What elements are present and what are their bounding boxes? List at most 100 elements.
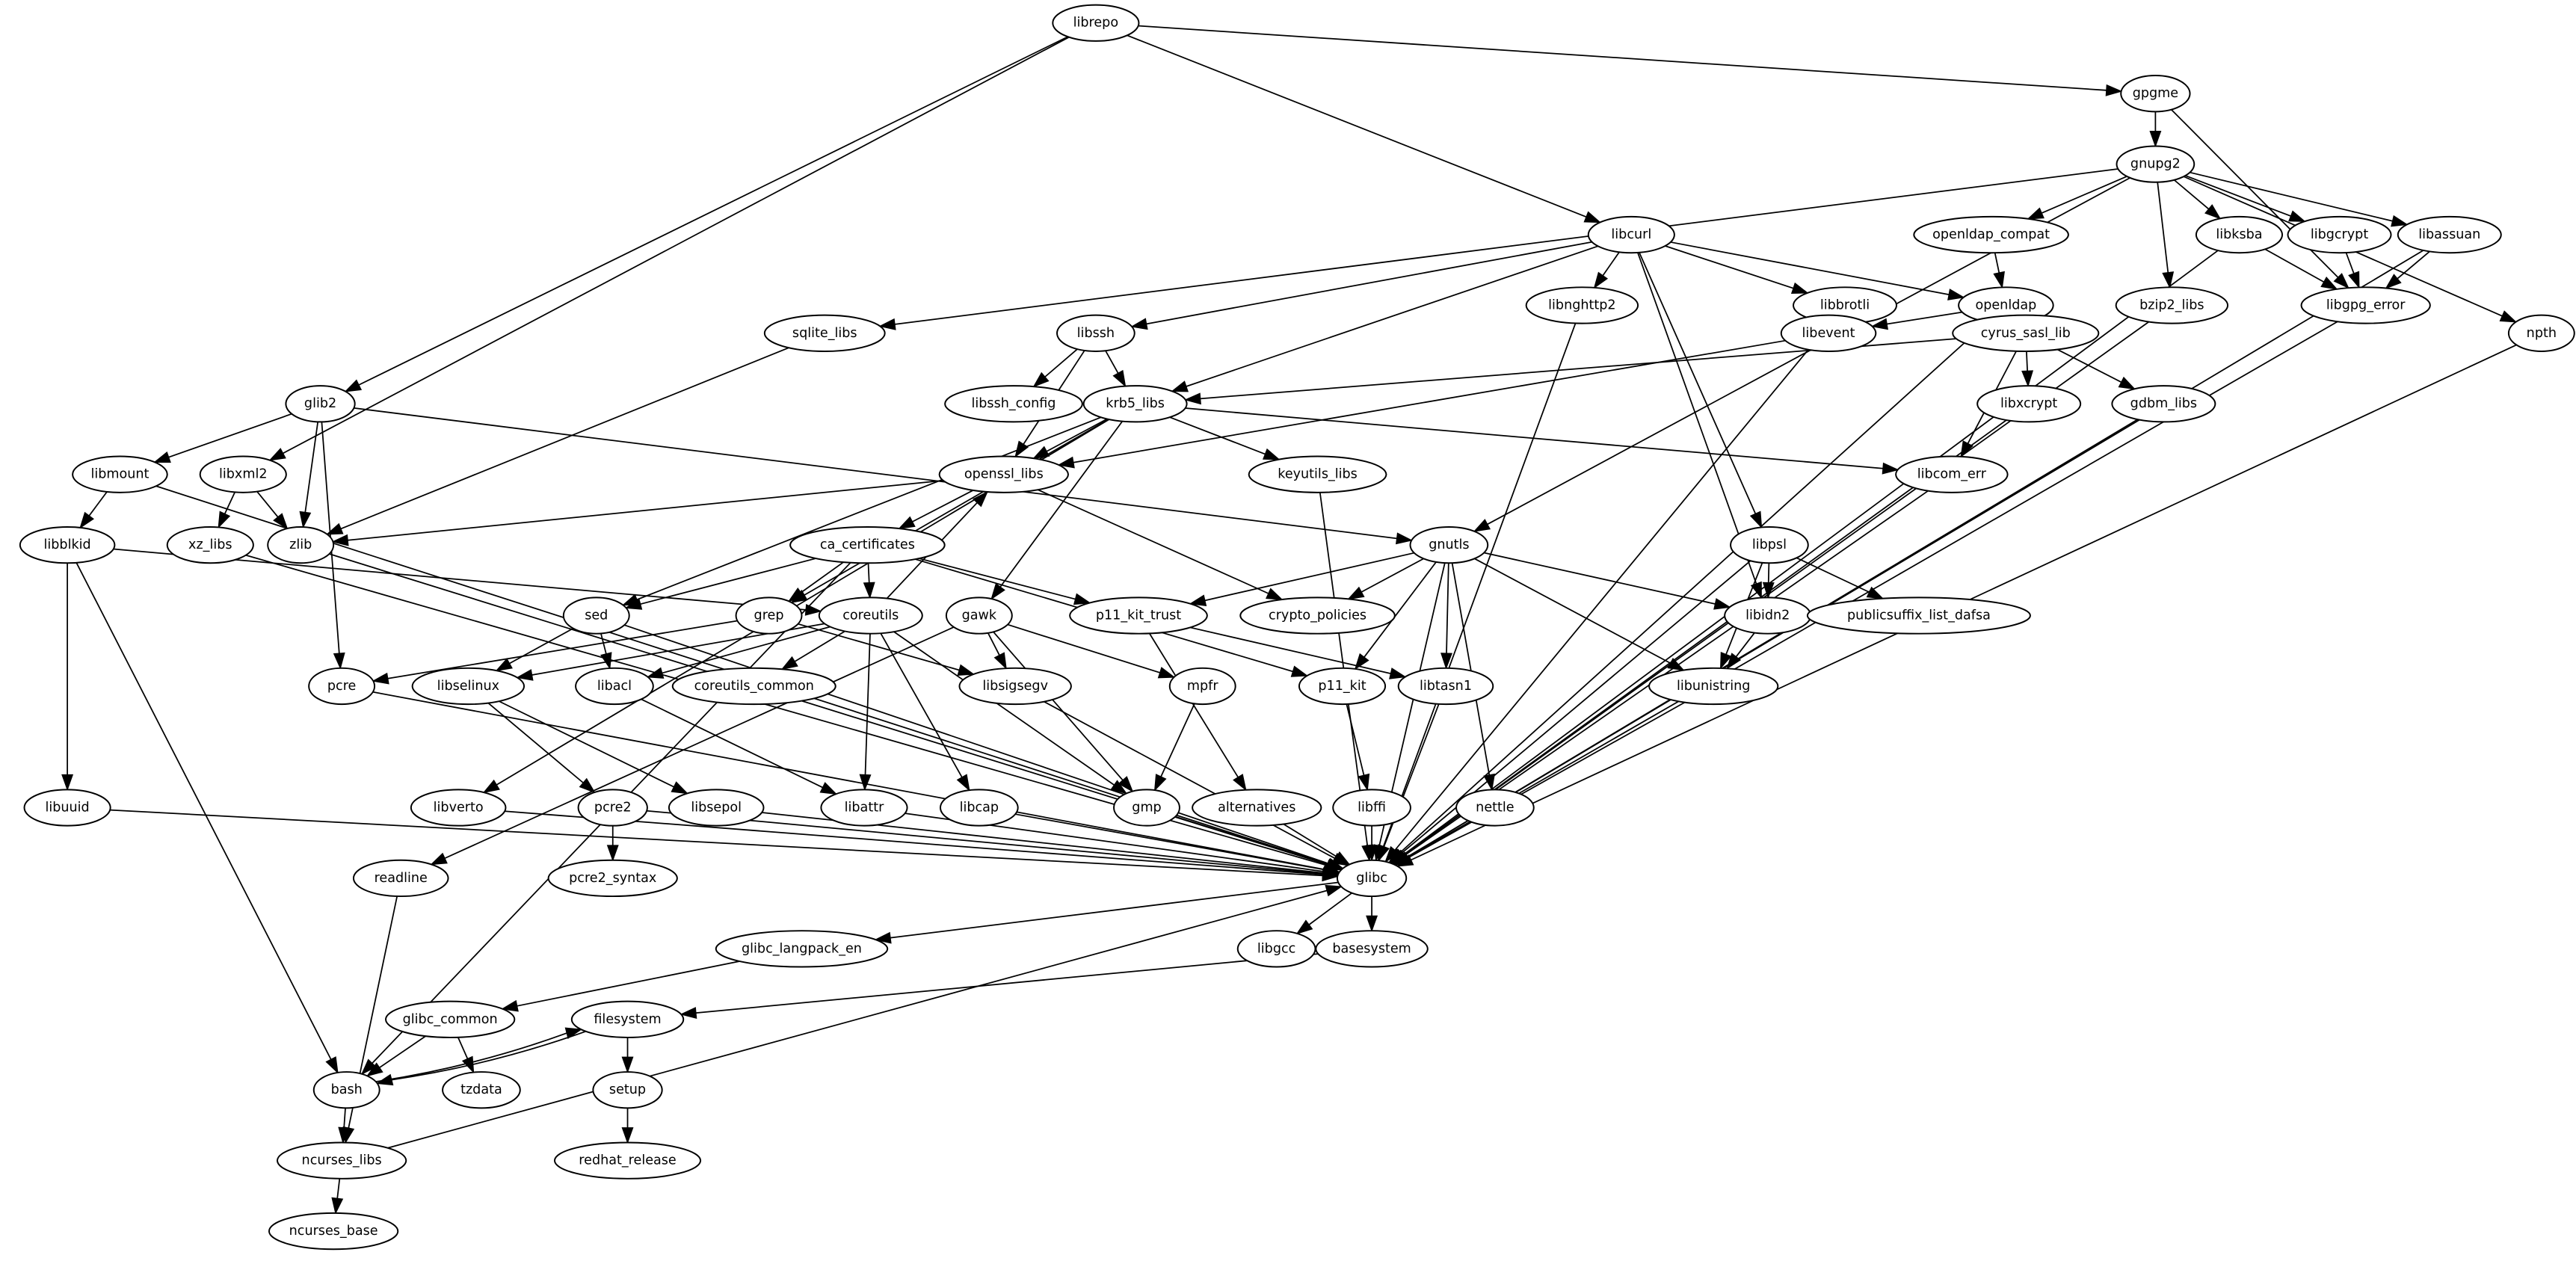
node-libacl[interactable]: libacl xyxy=(575,667,654,706)
node-openssl_libs[interactable]: openssl_libs xyxy=(938,455,1069,493)
node-libcap[interactable]: libcap xyxy=(939,789,1019,827)
node-openldap_compat[interactable]: openldap_compat xyxy=(1913,215,2069,254)
node-ellipse xyxy=(763,314,886,352)
arrowhead-icon xyxy=(2027,207,2045,220)
edge-openssl_libs-to-crypto_policies xyxy=(1038,489,1269,594)
node-libidn2[interactable]: libidn2 xyxy=(1724,596,1812,635)
node-grep[interactable]: grep xyxy=(735,596,803,635)
node-libattr[interactable]: libattr xyxy=(820,789,908,827)
node-gpgme[interactable]: gpgme xyxy=(2120,75,2191,113)
node-label: bzip2_libs xyxy=(2139,297,2204,312)
node-bash[interactable]: bash xyxy=(312,1071,380,1109)
node-ellipse xyxy=(1587,215,1675,254)
node-gawk[interactable]: gawk xyxy=(945,596,1013,635)
arrowhead-icon xyxy=(780,656,798,670)
edge-gnutls-to-crypto_policies xyxy=(1361,558,1424,593)
node-label: grep xyxy=(754,608,784,623)
node-alternatives[interactable]: alternatives xyxy=(1192,789,1322,827)
node-libgcrypt[interactable]: libgcrypt xyxy=(2287,215,2392,254)
node-label: libidn2 xyxy=(1745,608,1790,623)
node-ellipse xyxy=(411,667,526,706)
arrowhead-icon xyxy=(579,777,596,794)
node-basesystem[interactable]: basesystem xyxy=(1315,930,1429,968)
node-publicsuffix_list_dafsa[interactable]: publicsuffix_list_dafsa xyxy=(1806,596,2031,635)
node-crypto_policies[interactable]: crypto_policies xyxy=(1239,596,1396,635)
node-libxcrypt[interactable]: libxcrypt xyxy=(1976,385,2082,423)
node-p11_kit_trust[interactable]: p11_kit_trust xyxy=(1069,596,1208,635)
node-pcre[interactable]: pcre xyxy=(308,667,376,706)
node-xz_libs[interactable]: xz_libs xyxy=(166,525,254,564)
node-libselinux[interactable]: libselinux xyxy=(411,667,526,706)
edge-openssl_libs-to-ca_certificates xyxy=(912,490,974,522)
node-label: ncurses_base xyxy=(289,1224,378,1239)
node-label: gpgme xyxy=(2133,86,2178,101)
arrowhead-icon xyxy=(606,845,619,862)
node-glibc[interactable]: glibc xyxy=(1336,859,1408,898)
node-label: p11_kit xyxy=(1318,679,1366,694)
node-libssh[interactable]: libssh xyxy=(1056,314,1136,352)
node-krb5_libs[interactable]: krb5_libs xyxy=(1082,385,1188,423)
node-tzdata[interactable]: tzdata xyxy=(442,1071,521,1109)
arrowhead-icon xyxy=(360,1058,378,1076)
node-libssh_config[interactable]: libssh_config xyxy=(944,385,1083,423)
node-ellipse xyxy=(2120,75,2191,113)
node-libksba[interactable]: libksba xyxy=(2195,215,2284,254)
node-libnghttp2[interactable]: libnghttp2 xyxy=(1525,286,1639,324)
arrowhead-icon xyxy=(1389,668,1407,679)
node-keyutils_libs[interactable]: keyutils_libs xyxy=(1248,455,1387,493)
node-bzip2_libs[interactable]: bzip2_libs xyxy=(2115,286,2229,324)
node-glibc_langpack_en[interactable]: glibc_langpack_en xyxy=(715,930,889,968)
arrowhead-icon xyxy=(990,582,1005,600)
node-libxml2[interactable]: libxml2 xyxy=(199,455,287,493)
node-zlib[interactable]: zlib xyxy=(267,525,335,564)
node-libmount[interactable]: libmount xyxy=(72,455,168,493)
node-p11_kit[interactable]: p11_kit xyxy=(1298,667,1387,706)
node-libassuan[interactable]: libassuan xyxy=(2397,215,2502,254)
node-glib2[interactable]: glib2 xyxy=(285,385,356,423)
node-gnupg2[interactable]: gnupg2 xyxy=(2116,145,2196,183)
node-ellipse xyxy=(1239,596,1396,635)
node-gmp[interactable]: gmp xyxy=(1113,789,1180,827)
node-ca_certificates[interactable]: ca_certificates xyxy=(789,525,946,564)
node-libgcc[interactable]: libgcc xyxy=(1236,930,1316,968)
node-nettle[interactable]: nettle xyxy=(1455,789,1535,827)
node-coreutils_common[interactable]: coreutils_common xyxy=(671,667,836,706)
node-label: coreutils xyxy=(842,608,899,623)
arrowhead-icon xyxy=(1153,774,1167,792)
node-gdbm_libs[interactable]: gdbm_libs xyxy=(2111,385,2216,423)
node-ncurses_libs[interactable]: ncurses_libs xyxy=(276,1141,407,1180)
node-redhat_release[interactable]: redhat_release xyxy=(553,1141,702,1180)
edge-gnutls-to-libidn2 xyxy=(1484,552,1716,605)
node-libcom_err[interactable]: libcom_err xyxy=(1895,455,2009,493)
node-libuuid[interactable]: libuuid xyxy=(23,789,111,827)
node-pcre2_syntax[interactable]: pcre2_syntax xyxy=(547,859,678,898)
arrowhead-icon xyxy=(787,588,805,602)
node-libgpg_error[interactable]: libgpg_error xyxy=(2300,286,2431,324)
node-sed[interactable]: sed xyxy=(562,596,630,635)
edge-libunistring-to-glibc xyxy=(1408,701,1686,859)
node-npth[interactable]: npth xyxy=(2507,314,2575,352)
node-libsepol[interactable]: libsepol xyxy=(668,789,765,827)
node-libffi[interactable]: libffi xyxy=(1332,789,1411,827)
node-filesystem[interactable]: filesystem xyxy=(570,1000,685,1038)
node-gnutls[interactable]: gnutls xyxy=(1409,525,1489,564)
node-glibc_common[interactable]: glibc_common xyxy=(385,1000,516,1038)
node-readline[interactable]: readline xyxy=(352,859,449,898)
node-libtasn1[interactable]: libtasn1 xyxy=(1397,667,1494,706)
node-libverto[interactable]: libverto xyxy=(410,789,507,827)
node-ncurses_base[interactable]: ncurses_base xyxy=(268,1212,399,1251)
node-cyrus_sasl_lib[interactable]: cyrus_sasl_lib xyxy=(1952,314,2100,352)
node-label: libnghttp2 xyxy=(1548,297,1615,312)
node-libblkid[interactable]: libblkid xyxy=(19,525,116,564)
node-librepo[interactable]: librepo xyxy=(1052,4,1140,42)
node-sqlite_libs[interactable]: sqlite_libs xyxy=(763,314,886,352)
node-libpsl[interactable]: libpsl xyxy=(1730,525,1809,564)
node-libevent[interactable]: libevent xyxy=(1780,314,1877,352)
node-libcurl[interactable]: libcurl xyxy=(1587,215,1675,254)
node-pcre2[interactable]: pcre2 xyxy=(577,789,648,827)
node-libunistring[interactable]: libunistring xyxy=(1648,667,1779,706)
node-mpfr[interactable]: mpfr xyxy=(1168,667,1236,706)
node-libsigsegv[interactable]: libsigsegv xyxy=(958,667,1072,706)
node-coreutils[interactable]: coreutils xyxy=(818,596,923,635)
node-setup[interactable]: setup xyxy=(592,1071,663,1109)
